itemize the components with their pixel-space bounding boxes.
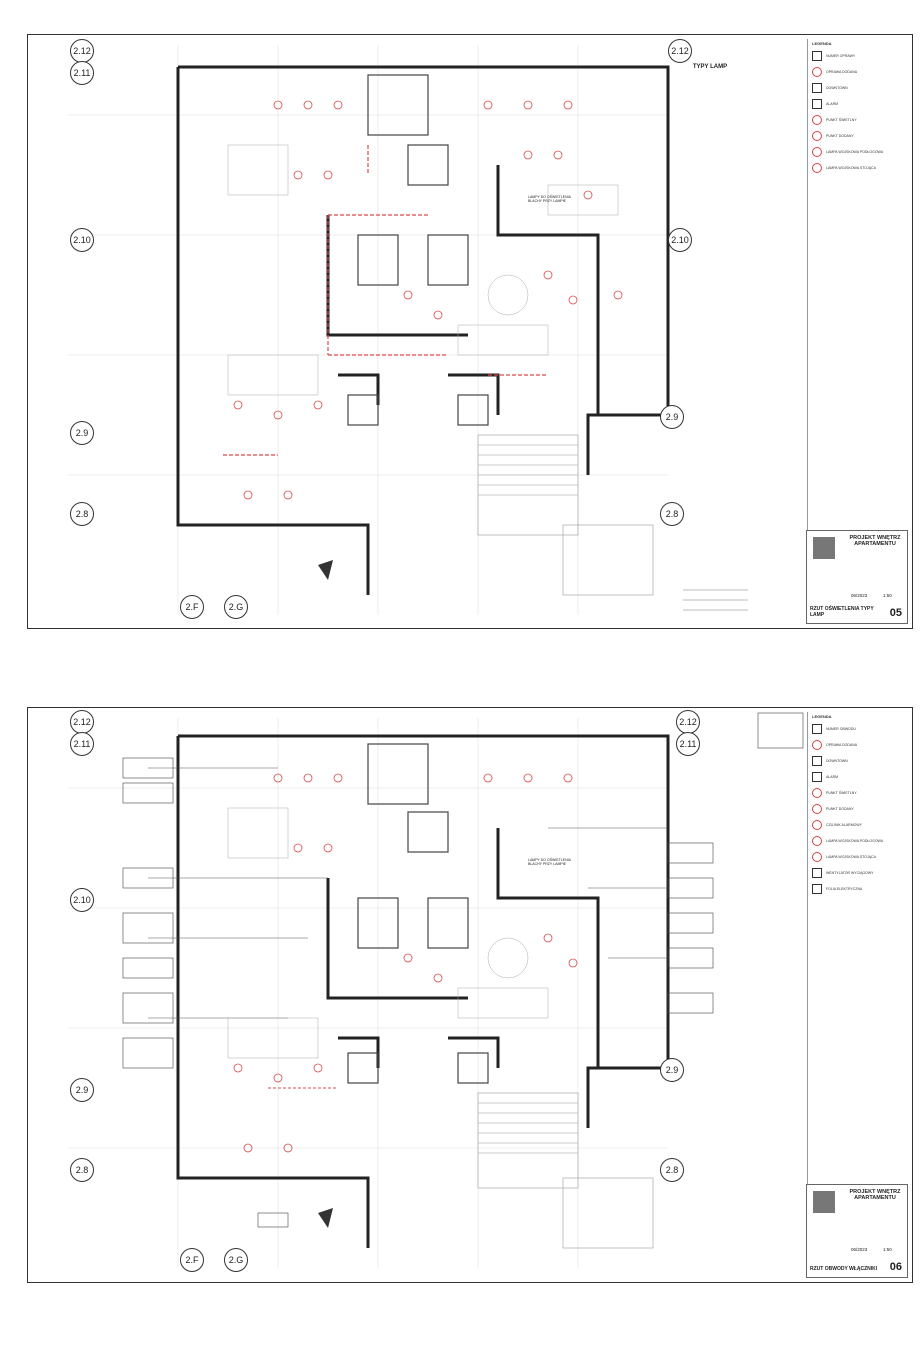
project-title: PROJEKT WNĘTRZ APARTAMENTU	[849, 535, 901, 547]
legend-item: OPRAWA DODANA	[808, 737, 908, 753]
legend-item: WENTYLATOR WYCIĄGOWY	[808, 865, 908, 881]
plan-sheet-lighting: 2.12 2.11 2.10 2.9 2.8 2.F 2.G 2.12 2.10…	[27, 34, 913, 629]
sheet-date: 06/2023	[851, 1247, 868, 1252]
grid-bubble-icon: 2.11	[676, 732, 700, 756]
lamp-symbol-icon	[812, 756, 822, 766]
legend-panel: LEGENDA NUMER OPRAWY OPRAWA DODANA DOWNT…	[807, 39, 908, 532]
lamp-types-list: TYPY LAMP	[680, 64, 740, 72]
legend-item: CZUJNIK ALARMOWY	[808, 817, 908, 833]
grid-bubble-icon: 2.8	[660, 502, 684, 526]
sheet-name: RZUT OŚWIETLENIA TYPY LAMP	[810, 606, 874, 618]
grid-bubble-icon: 2.12	[70, 710, 94, 734]
grid-bubble-icon: 2.9	[660, 1058, 684, 1082]
lamp-symbol-icon	[812, 804, 822, 814]
grid-bubble-icon: 2.10	[668, 228, 692, 252]
lamp-symbol-icon	[812, 884, 822, 894]
legend-item: PUNKT ŚWIETLNY	[808, 785, 908, 801]
grid-bubble-icon: 2.10	[70, 888, 94, 912]
lamp-symbol-icon	[812, 163, 822, 173]
grid-bubble-icon: 2.11	[70, 732, 94, 756]
legend-item: PUNKT DODANY	[808, 128, 908, 144]
sheet-date: 06/2023	[851, 593, 868, 598]
legend-item: OPRAWA DODANA	[808, 64, 908, 80]
legend-item: LAMPA WOJSKOWA STOJĄCA	[808, 849, 908, 865]
grid-bubble-icon: 2.9	[70, 421, 94, 445]
sheet-name: RZUT OBWODY WŁĄCZNIKI	[810, 1266, 878, 1272]
legend-title: LEGENDA	[812, 41, 832, 46]
legend-item: FOLIA ELEKTRYCZNA	[808, 881, 908, 897]
legend-item: ALARM	[808, 769, 908, 785]
lamp-symbol-icon	[812, 115, 822, 125]
studio-logo	[813, 1191, 835, 1213]
grid-bubble-icon: 2.12	[70, 39, 94, 63]
lamp-symbol-icon	[812, 724, 822, 734]
legend-item: LAMPA WOJSKOWA STOJĄCA	[808, 160, 908, 176]
legend-item: NUMER OBWODU	[808, 721, 908, 737]
lamp-symbol-icon	[812, 147, 822, 157]
lamp-symbol-icon	[812, 852, 822, 862]
grid-bubble-icon: 2.8	[70, 1158, 94, 1182]
legend-item: DOWNTOWN	[808, 753, 908, 769]
lamp-symbol-icon	[812, 836, 822, 846]
legend-item: ALARM	[808, 96, 908, 112]
lamp-symbol-icon	[812, 131, 822, 141]
lamp-symbol-icon	[812, 67, 822, 77]
sheet-scale: 1:50	[883, 1247, 892, 1252]
studio-logo	[813, 537, 835, 559]
grid-bubble-icon: 2.11	[70, 61, 94, 85]
kitchen-note: LAMPY DO OŚWIETLENIA BLACHY PRZY LAMPIE	[528, 195, 571, 203]
plan-sheet-circuits: 2.12 2.11 2.10 2.9 2.8 2.F 2.G 2.12 2.11…	[27, 707, 913, 1283]
legend-title: LEGENDA	[812, 714, 832, 719]
grid-bubble-icon: 2.9	[660, 405, 684, 429]
sheet-number: 06	[889, 1261, 902, 1273]
legend-item: LAMPA WOJSKOWA PODŁOGOWA	[808, 144, 908, 160]
grid-bubble-icon: 2.G	[224, 595, 248, 619]
grid-bubble-icon: 2.8	[660, 1158, 684, 1182]
floor-plan-drawing	[68, 45, 748, 615]
legend-item: NUMER OPRAWY	[808, 48, 908, 64]
legend-panel: LEGENDA NUMER OBWODU OPRAWA DODANA DOWNT…	[807, 712, 908, 1186]
grid-bubble-icon: 2.F	[180, 1248, 204, 1272]
lamp-symbol-icon	[812, 868, 822, 878]
grid-bubble-icon: 2.F	[180, 595, 204, 619]
grid-bubble-icon: 2.10	[70, 228, 94, 252]
floor-plan-drawing	[68, 712, 804, 1268]
lamp-symbol-icon	[812, 51, 822, 61]
title-block: PROJEKT WNĘTRZ APARTAMENTU 06/2023 1:50 …	[806, 1184, 908, 1278]
grid-bubble-icon: 2.8	[70, 502, 94, 526]
grid-bubble-icon: 2.G	[224, 1248, 248, 1272]
legend-item: PUNKT ŚWIETLNY	[808, 112, 908, 128]
lamp-symbol-icon	[812, 99, 822, 109]
kitchen-note: LAMPY DO OŚWIETLENIA BLACHY PRZY LAMPIE	[528, 858, 571, 866]
grid-bubble-icon: 2.12	[668, 39, 692, 63]
lamp-symbol-icon	[812, 788, 822, 798]
legend-item: LAMPA WOJSKOWA PODŁOGOWA	[808, 833, 908, 849]
project-title: PROJEKT WNĘTRZ APARTAMENTU	[849, 1189, 901, 1201]
lamp-symbol-icon	[812, 740, 822, 750]
legend-item: PUNKT DODANY	[808, 801, 908, 817]
lamp-types-title: TYPY LAMP	[692, 64, 728, 70]
grid-bubble-icon: 2.12	[676, 710, 700, 734]
grid-bubble-icon: 2.9	[70, 1078, 94, 1102]
lamp-symbol-icon	[812, 772, 822, 782]
sheet-scale: 1:50	[883, 593, 892, 598]
lamp-symbol-icon	[812, 820, 822, 830]
legend-item: DOWNTOWN	[808, 80, 908, 96]
title-block: PROJEKT WNĘTRZ APARTAMENTU 06/2023 1:50 …	[806, 530, 908, 624]
sheet-number: 05	[889, 607, 902, 619]
lamp-symbol-icon	[812, 83, 822, 93]
